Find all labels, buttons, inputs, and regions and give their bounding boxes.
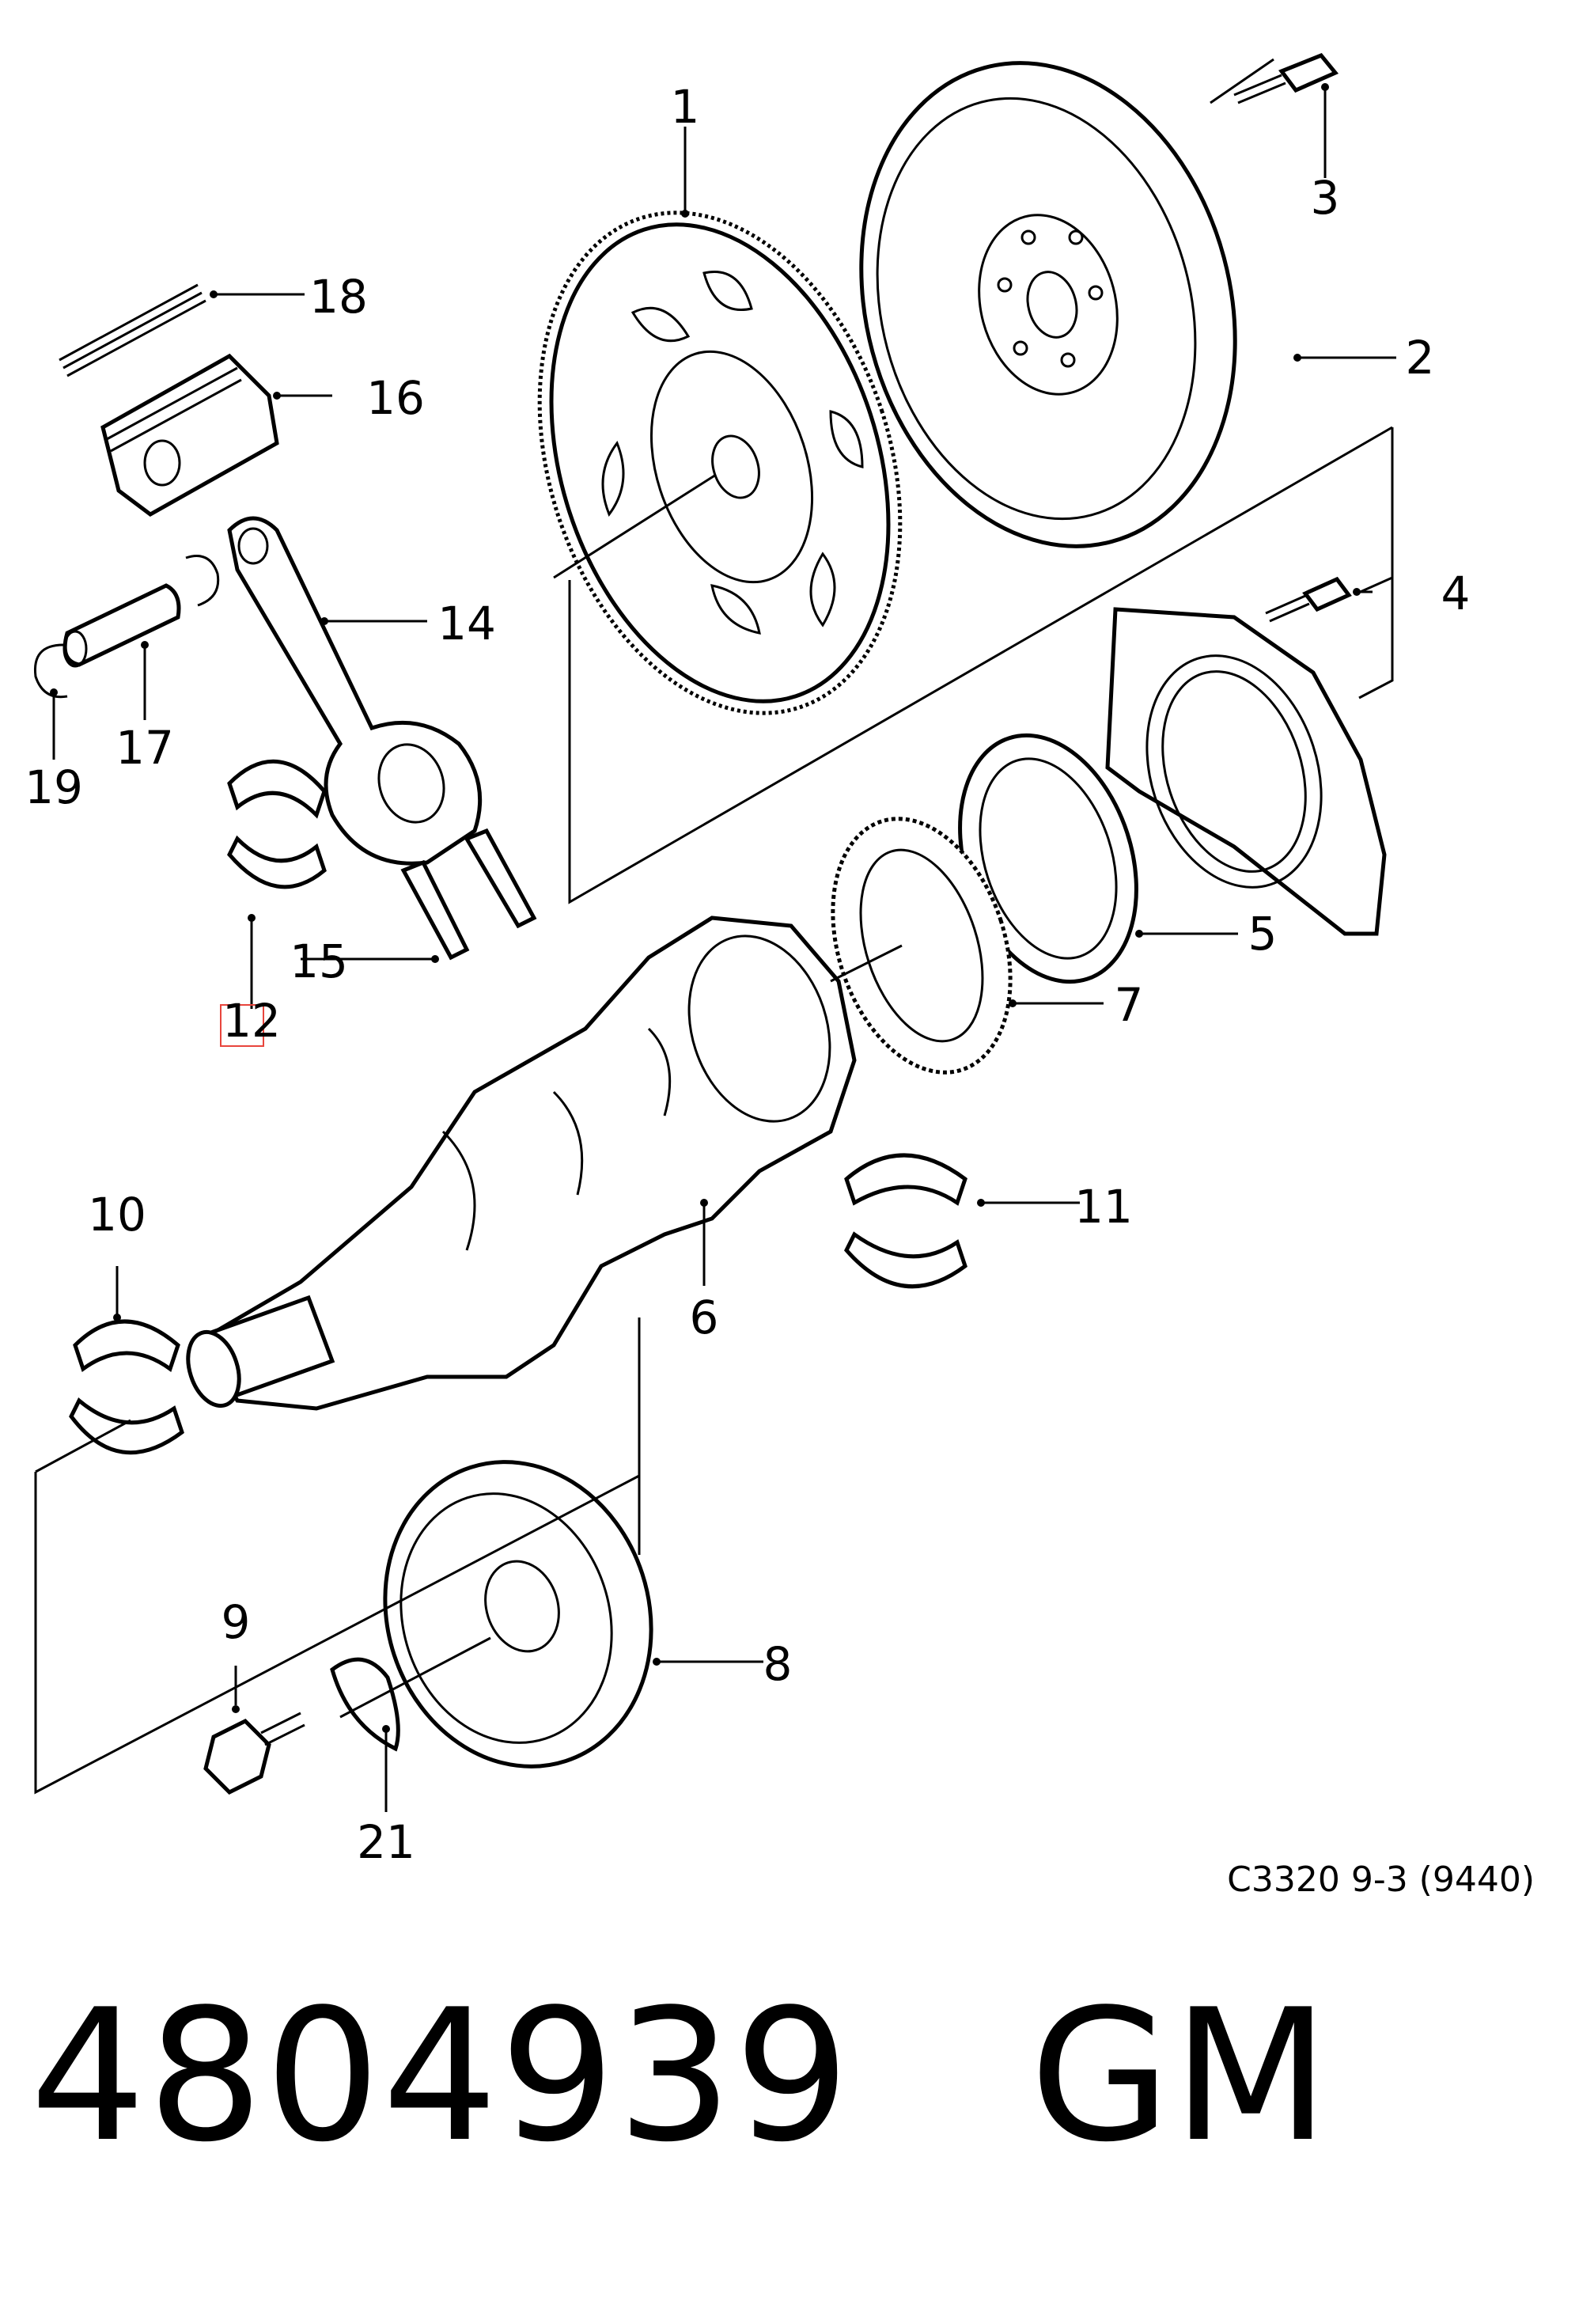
flywheel-bolt: [1233, 52, 1339, 104]
main-bearing-shells-rear: [844, 1153, 967, 1289]
callout-3: 3: [1311, 171, 1340, 225]
callout-19: 19: [25, 760, 83, 814]
flywheel: [859, 61, 1237, 548]
piston: [100, 353, 279, 517]
callout-16: 16: [366, 371, 425, 425]
main-bearing-shells-front: [69, 1319, 184, 1455]
piston-pin: [62, 583, 181, 668]
rear-seal-housing: [1105, 607, 1387, 936]
connecting-rod-bolts: [400, 828, 537, 961]
callout-7: 7: [1115, 978, 1144, 1032]
crankshaft: [186, 916, 857, 1411]
callout-18: 18: [309, 270, 368, 324]
flexplate: [537, 210, 903, 715]
callout-9: 9: [222, 1595, 251, 1649]
callout-15: 15: [290, 935, 348, 988]
callout-2: 2: [1406, 331, 1435, 385]
callout-5: 5: [1248, 907, 1278, 961]
callout-12-highlight: [220, 1004, 264, 1047]
callout-labels: 1 2 3 4 5 6 7 8 9 10 11 12 14 15 16 17 1…: [25, 80, 1470, 1869]
callout-17: 17: [115, 721, 174, 775]
part-brand: GM: [1029, 1971, 1331, 2182]
callout-14: 14: [437, 597, 496, 650]
callout-6: 6: [690, 1291, 719, 1344]
callout-4: 4: [1441, 567, 1471, 620]
callout-21: 21: [357, 1815, 415, 1869]
callout-12: 12: [222, 994, 281, 1048]
callout-8: 8: [763, 1637, 793, 1691]
leader-lines: [50, 58, 1396, 1812]
rod-bearing-shells: [227, 759, 327, 889]
piston-rings: [59, 283, 206, 377]
part-number-heading: 4804939 GM: [30, 1986, 1331, 2168]
part-number: 4804939: [30, 1971, 852, 2182]
callout-10: 10: [88, 1188, 146, 1242]
diagram-reference-code: C3320 9-3 (9440): [1227, 1860, 1535, 1900]
assembly-brackets: [34, 426, 1394, 1795]
crankshaft-pulley: [383, 1460, 653, 1769]
seal-housing-bolt: [1265, 576, 1352, 623]
callout-1: 1: [671, 80, 700, 134]
connecting-rod: [227, 516, 483, 866]
crankshaft-rear-seal: [958, 733, 1138, 984]
callout-11: 11: [1074, 1180, 1133, 1234]
reluctor-ring: [831, 817, 1013, 1075]
pulley-bolt: [203, 1712, 305, 1795]
